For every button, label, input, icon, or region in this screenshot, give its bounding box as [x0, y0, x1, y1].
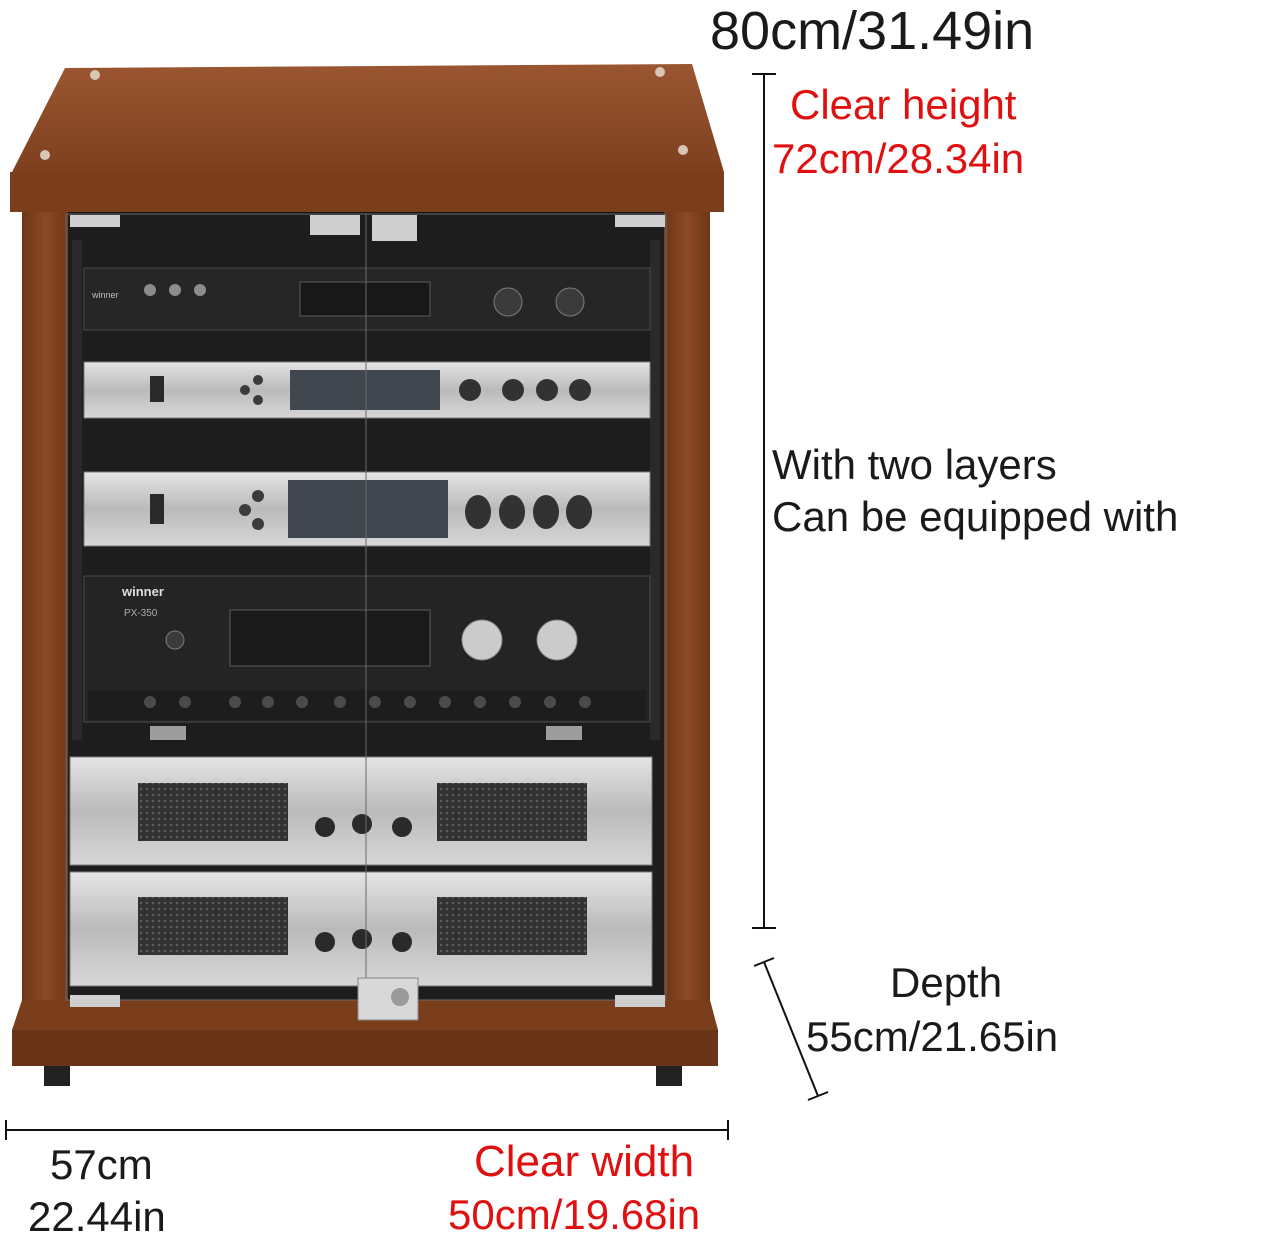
depth-title: Depth	[890, 959, 1003, 1006]
right-foot	[656, 1066, 682, 1086]
width-in-label: 22.44in	[28, 1193, 166, 1240]
layers-line-2: Can be equipped with	[772, 493, 1179, 540]
cabinet-right-post	[664, 212, 710, 1002]
clear-height-value: 72cm/28.34in	[772, 135, 1025, 182]
glass-door-right	[365, 213, 667, 1001]
clear-width-title: Clear width	[474, 1137, 695, 1186]
door-lock	[357, 977, 419, 1021]
clear-width-value: 50cm/19.68in	[448, 1191, 701, 1238]
depth-dimension-line	[763, 961, 819, 1097]
width-cm-label: 57cm	[50, 1141, 153, 1188]
cabinet-left-post	[22, 212, 68, 1002]
total-height-label: 80cm/31.49in	[710, 1, 1035, 61]
cabinet-top-edge	[10, 172, 724, 212]
unit4-brand-text: winner	[121, 584, 164, 599]
cabinet-top	[10, 64, 724, 176]
depth-value: 55cm/21.65in	[806, 1013, 1059, 1060]
clear-height-title: Clear height	[790, 81, 1017, 128]
unit4-model-text: PX-350	[124, 608, 158, 619]
layers-line-1: With two layers	[772, 441, 1057, 488]
glass-door-left	[65, 213, 367, 1001]
left-foot	[44, 1066, 70, 1086]
unit1-brand-text: winner	[91, 290, 119, 300]
